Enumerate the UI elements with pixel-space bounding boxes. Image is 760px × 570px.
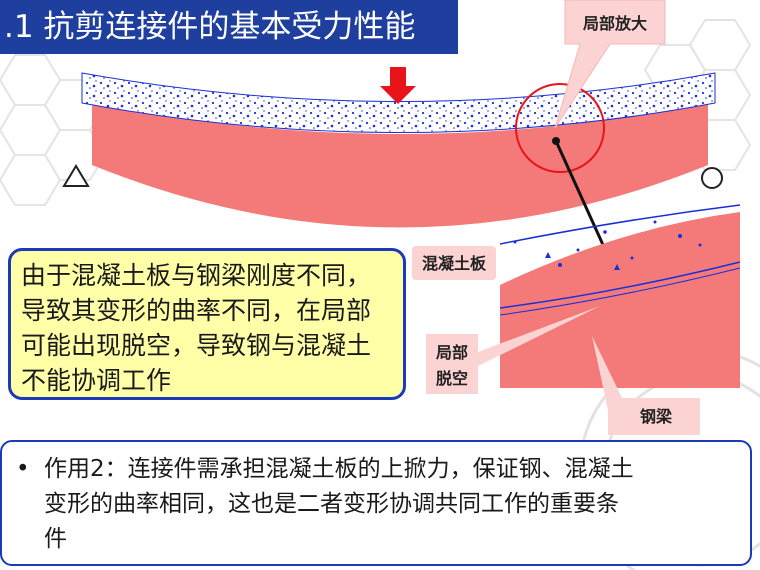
pin-support-icon [62,164,90,187]
separation-label-line2: 脱空 [436,369,468,388]
enlarged-detail [499,204,741,388]
note-line: 变形的曲率相同，这也是二者变形协调共同工作的重要条 [44,491,619,517]
page-title: .1 抗剪连接件的基本受力性能 [0,0,458,54]
callout-line: 导致其变形的曲率不同，在局部 [21,296,372,325]
note-line: 件 [44,526,67,552]
magnify-label-bubble [554,0,666,129]
function-note: • 作用2：连接件需承担混凝土板的上掀力，保证钢、混凝土 变形的曲率相同，这也是… [0,440,752,566]
steel-beam [92,103,708,228]
load-arrow-icon [380,67,416,104]
magnify-label: 局部放大 [583,14,647,33]
concrete-slab-label: 混凝土板 [422,254,487,273]
magnifier-circle-icon [515,83,605,173]
roller-support-icon [701,167,723,189]
callout-line: 由于混凝土板与钢梁刚度不同， [21,261,372,290]
bullet-icon: • [16,456,30,482]
explanation-callout: 由于混凝土板与钢梁刚度不同， 导致其变形的曲率不同，在局部 可能出现脱空，导致钢… [8,248,406,400]
note-line: 作用2：连接件需承担混凝土板的上掀力，保证钢、混凝土 [44,456,634,482]
concrete-slab-label-box [412,246,496,280]
callout-line: 不能协调工作 [21,366,172,395]
steel-beam-label-bubble [592,336,700,435]
steel-beam-label: 钢梁 [640,407,673,426]
separation-label-bubble [426,306,600,394]
separation-label-line1: 局部 [436,343,468,362]
callout-line: 可能出现脱空，导致钢与混凝土 [21,331,372,360]
